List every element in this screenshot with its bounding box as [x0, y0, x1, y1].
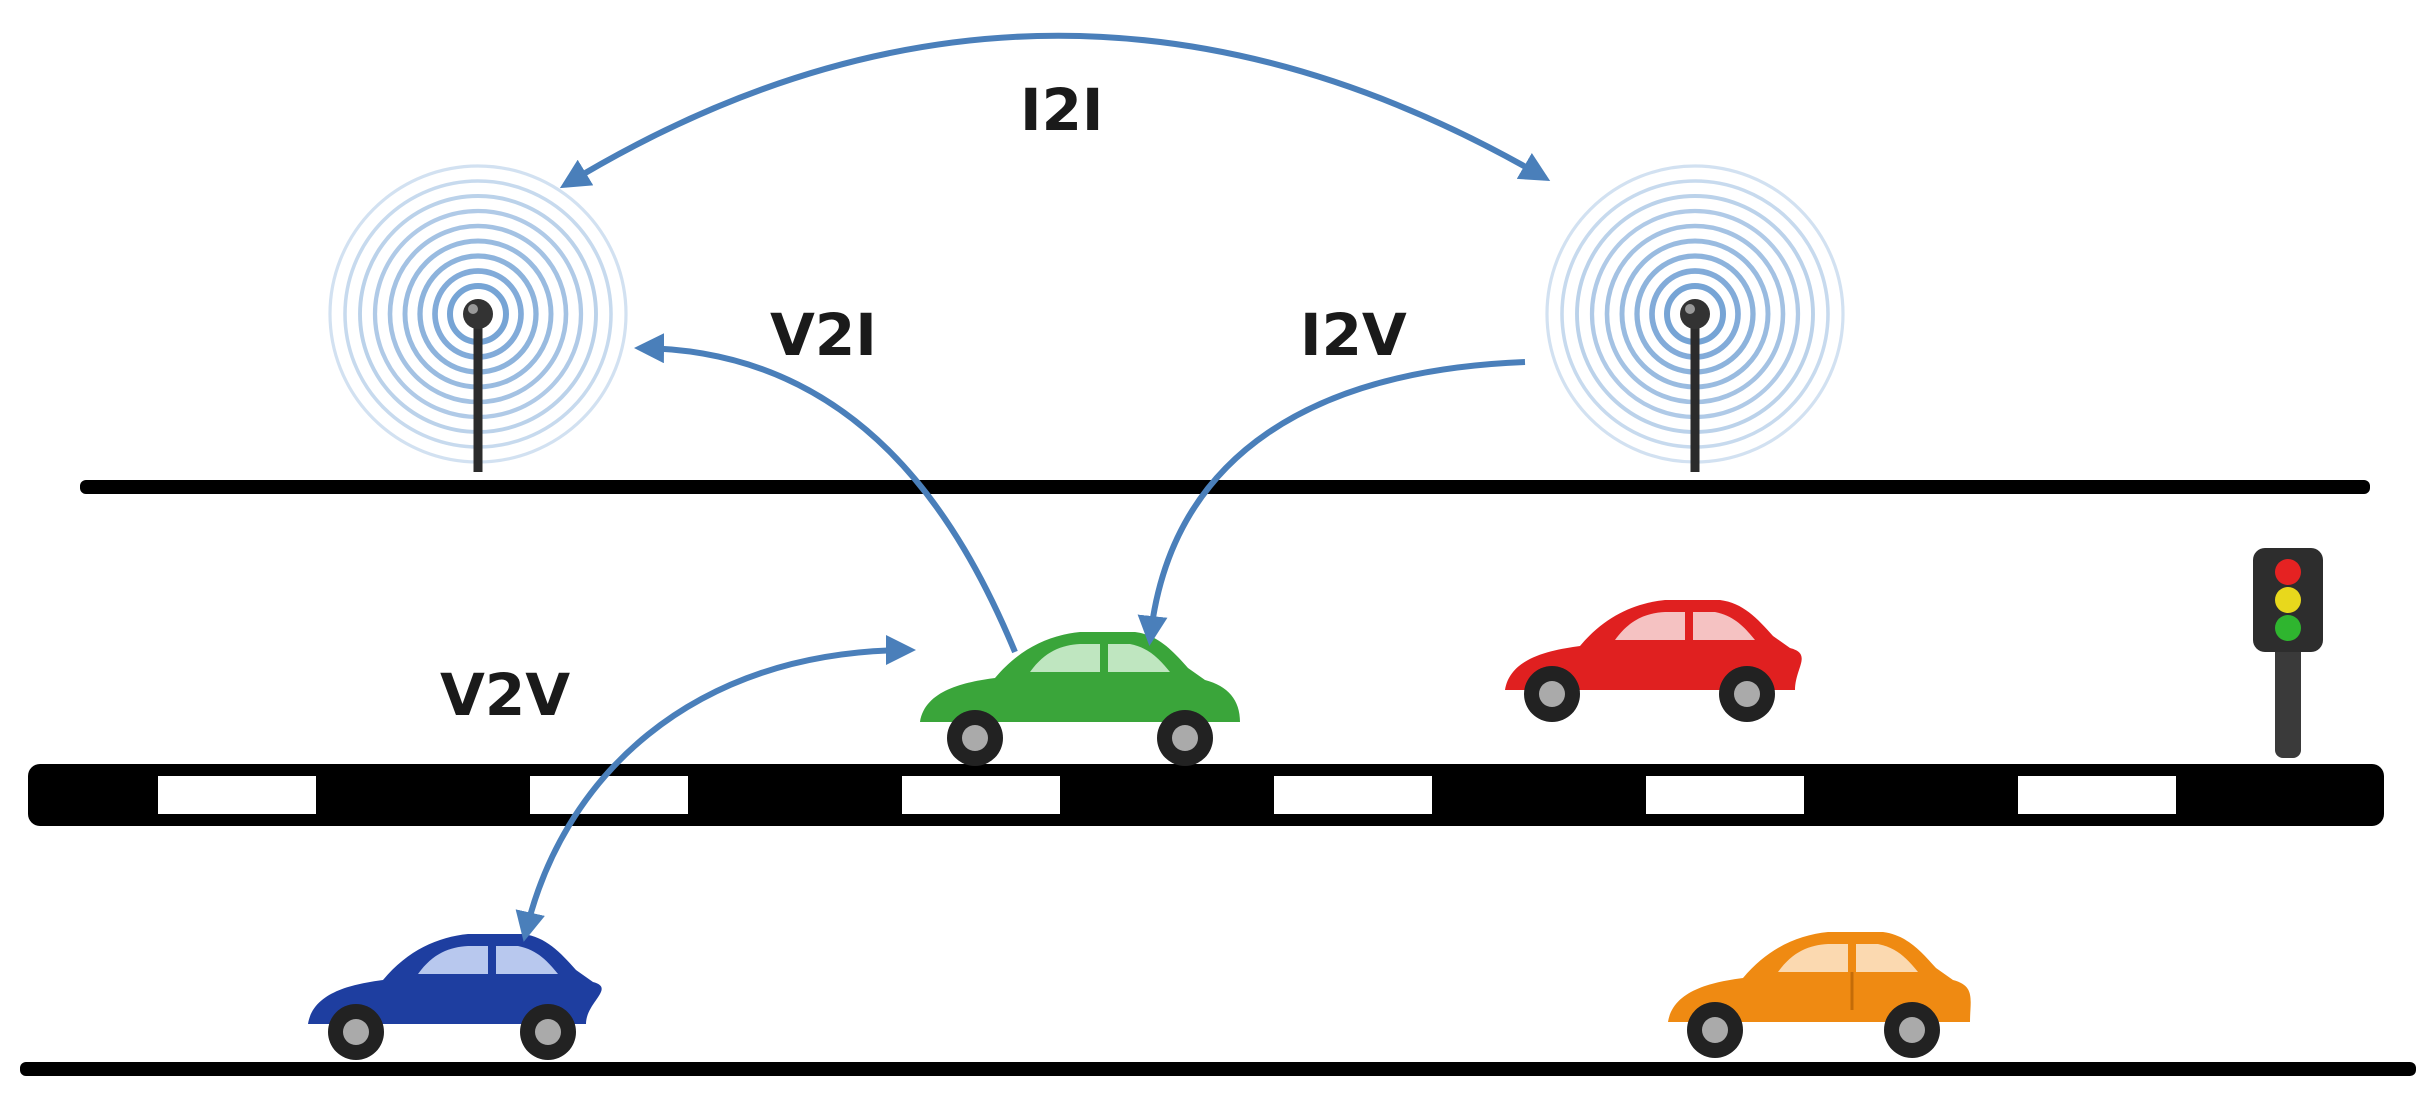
lane-dash: [1646, 776, 1804, 814]
i2i-arrow: [559, 32, 1551, 189]
car-blue-icon: [308, 934, 602, 1060]
infrastructure-line: [80, 480, 2370, 494]
label-v2i: V2I: [770, 301, 877, 369]
antenna-left-head: [463, 299, 493, 329]
signal-waves-right: [1545, 164, 1845, 464]
label-i2v: I2V: [1300, 301, 1407, 369]
road-bottom-edge: [20, 1062, 2416, 1076]
traffic-light-pole: [2275, 640, 2301, 758]
lane-dash: [902, 776, 1060, 814]
traffic-light-icon: [2253, 548, 2323, 758]
traffic-light-green: [2275, 615, 2301, 641]
label-i2i: I2I: [1020, 76, 1104, 144]
v2i-arrow: [634, 333, 1018, 654]
lane-dash: [2018, 776, 2176, 814]
antenna-right-head: [1680, 299, 1710, 329]
lane-dash: [158, 776, 316, 814]
car-green-icon: [920, 632, 1240, 766]
antenna-left-icon: [328, 164, 628, 472]
label-v2v: V2V: [440, 661, 570, 729]
lane-dash: [1274, 776, 1432, 814]
antenna-right-icon: [1545, 164, 1845, 472]
lane-dash: [530, 776, 688, 814]
car-red-icon: [1505, 600, 1802, 722]
car-orange-icon: [1668, 932, 1971, 1058]
v2v-arrow: [515, 635, 916, 942]
i2v-arrow: [1137, 359, 1526, 646]
traffic-light-yellow: [2275, 587, 2301, 613]
traffic-light-red: [2275, 559, 2301, 585]
